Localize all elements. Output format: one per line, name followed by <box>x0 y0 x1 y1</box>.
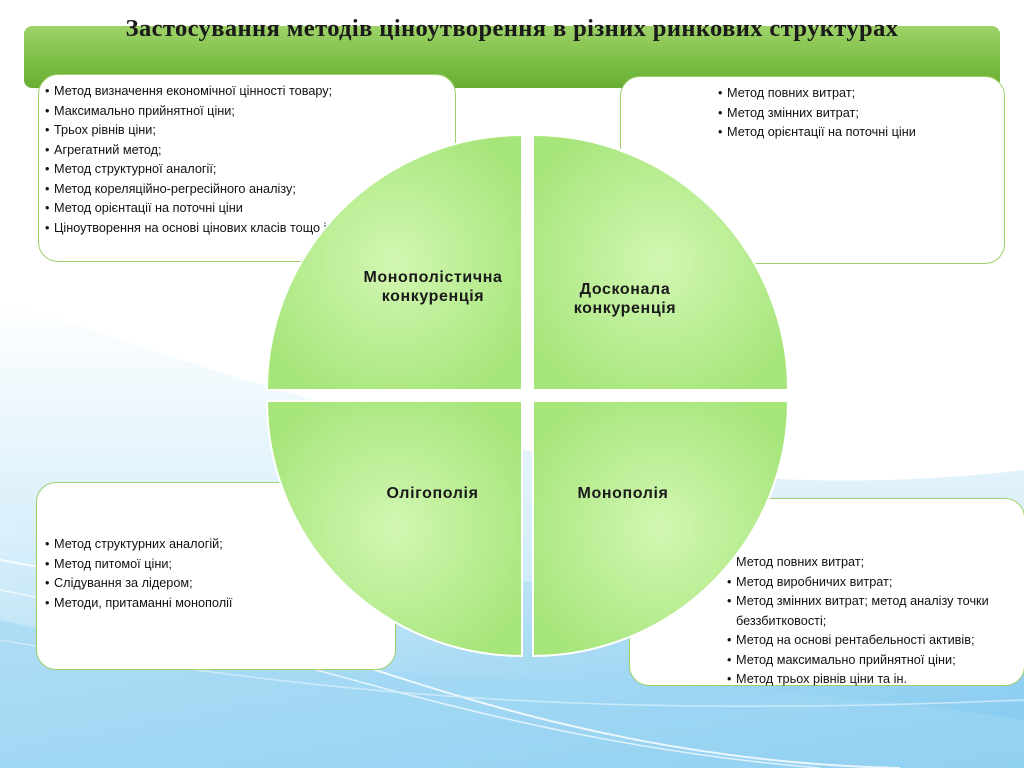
label-monopolistic-competition: Монополістична конкуренція <box>363 269 503 305</box>
quadrant-bottom-right <box>532 400 790 658</box>
list-item: Метод орієнтації на поточні ціни <box>45 199 455 219</box>
list-item: Метод виробничих витрат; <box>727 573 1024 593</box>
label-perfect-competition: Досконала конкуренція <box>573 281 677 317</box>
quadrant-bottom-left <box>265 400 523 658</box>
slide-title: Застосування методів ціноутворення в різ… <box>125 15 899 42</box>
quadrant-top-left <box>265 133 523 391</box>
list-item: Методи, притаманні монополії <box>45 594 395 614</box>
list-item: Максимально прийнятної ціни; <box>45 102 455 122</box>
list-item: Ціноутворення на основі цінових класів т… <box>45 219 455 239</box>
list-item: Метод структурних аналогій; <box>45 535 395 555</box>
quadrant-top-right <box>532 133 790 391</box>
list-item: Метод змінних витрат; метод аналізу точк… <box>727 592 1018 631</box>
list-item: Агрегатний метод; <box>45 141 455 161</box>
list-item: Метод змінних витрат; <box>718 104 1004 124</box>
list-item: Метод визначення економічної цінності то… <box>45 82 455 102</box>
list-item: Трьох рівнів ціни; <box>45 121 455 141</box>
list-item: Метод орієнтації на поточні ціни <box>718 123 1004 143</box>
label-monopoly: Монополія <box>577 485 669 502</box>
list-item: Метод повних витрат; <box>736 555 865 569</box>
list-item: Метод максимально прийнятної ціни; <box>727 651 1024 671</box>
list-item: Метод повних витрат; <box>718 84 1004 104</box>
list-item: Метод питомої ціни; <box>45 555 395 575</box>
list-item: Метод структурної аналогії; <box>45 160 455 180</box>
list-item: Метод трьох рівнів ціни та ін. <box>727 670 1024 690</box>
list-item: Слідування за лідером; <box>45 574 395 594</box>
label-oligopoly: Олігополія <box>386 485 479 502</box>
list-item: Метод на основі рентабельності активів; <box>727 631 1024 651</box>
methods-box-monopolistic-competition: Метод визначення економічної цінності то… <box>38 74 456 262</box>
list-item: Метод кореляційно-регресійного аналізу; <box>45 180 455 200</box>
